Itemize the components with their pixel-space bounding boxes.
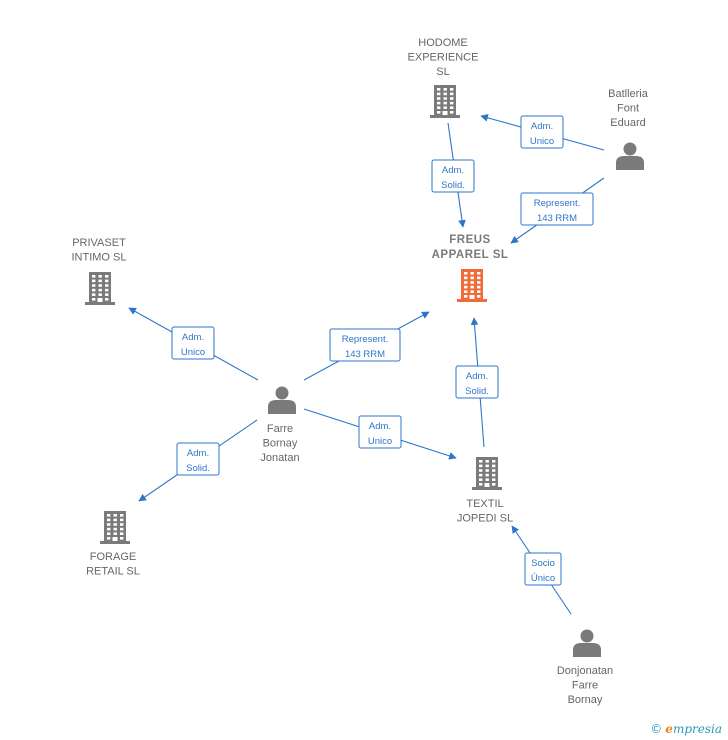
copyright-symbol: © [650,722,663,736]
relation-text: Solid. [465,386,489,397]
relation-text: Unico [181,347,205,358]
node-label-freus: FREUS [449,234,490,246]
node-label-hodome: HODOME [418,37,468,49]
building-icon [430,85,460,118]
relation-label-textil-freus[interactable]: Adm. Solid. [455,365,499,399]
node-label-farre: Bornay [263,438,298,450]
relation-box [171,326,215,360]
relation-label-hodome-freus[interactable]: Adm. Solid. [431,159,475,193]
relation-label-farre-forage[interactable]: Adm. Solid. [176,442,220,476]
relation-text: 143 RRM [537,213,577,224]
relation-label-battleria-hodome[interactable]: Adm. Unico [520,115,564,149]
relation-text: Solid. [186,463,210,474]
relation-box [520,192,594,226]
relation-label-farre-textil[interactable]: Adm. Unico [358,415,402,449]
building-icon [100,511,130,544]
empresia-logo[interactable]: ©empresia [650,722,722,736]
relation-box [358,415,402,449]
brand-initial: e [665,722,673,736]
node-label-privaset: PRIVASET [72,237,126,249]
relation-box [520,115,564,149]
relation-text: Adm. [531,121,553,132]
relation-box [176,442,220,476]
relation-text: Único [531,573,555,584]
relation-text: Adm. [466,371,488,382]
relation-box [524,552,562,586]
node-label-battleria: Batlleria [608,88,649,100]
node-label-donjonatan: Farre [572,680,598,692]
relation-label-farre-freus[interactable]: Represent. 143 RRM [329,328,401,362]
relation-text: Unico [368,436,392,447]
node-label-hodome: SL [436,66,449,78]
brand-name: mpresia [672,722,722,736]
person-icon [268,386,296,414]
relation-label-farre-privaset[interactable]: Adm. Unico [171,326,215,360]
relation-text: Adm. [182,332,204,343]
node-label-farre: Jonatan [260,452,299,464]
relation-text: Unico [530,136,554,147]
building-icon [472,457,502,490]
building-icon [457,269,487,302]
node-label-forage: FORAGE [90,551,136,563]
relation-text: Adm. [187,448,209,459]
node-label-farre: Farre [267,423,293,435]
node-hodome[interactable]: HODOME EXPERIENCE SL [408,37,479,118]
node-label-textil: TEXTIL [466,498,503,510]
node-label-donjonatan: Bornay [568,694,603,706]
person-icon [573,629,601,657]
node-textil[interactable]: TEXTIL JOPEDI SL [457,457,513,525]
node-label-battleria: Font [617,103,639,115]
relation-box [329,328,401,362]
node-freus[interactable]: FREUS APPAREL SL [432,234,509,302]
person-icon [616,142,644,170]
relation-label-battleria-freus[interactable]: Represent. 143 RRM [520,192,594,226]
node-label-battleria: Eduard [610,117,645,129]
node-label-privaset: INTIMO SL [71,252,126,264]
node-label-hodome: EXPERIENCE [408,52,479,64]
node-label-textil: JOPEDI SL [457,513,513,525]
relation-box [431,159,475,193]
relation-text: Adm. [442,165,464,176]
relation-box [455,365,499,399]
relation-text: Socio [531,558,555,569]
relation-text: Adm. [369,421,391,432]
node-label-donjonatan: Donjonatan [557,665,613,677]
node-label-freus: APPAREL SL [432,249,509,261]
relation-text: Represent. [342,334,388,345]
node-privaset[interactable]: PRIVASET INTIMO SL [71,237,127,305]
relation-text: 143 RRM [345,349,385,360]
relation-text: Solid. [441,180,465,191]
relation-text: Represent. [534,198,580,209]
building-icon [85,272,115,305]
node-forage[interactable]: FORAGE RETAIL SL [86,511,140,578]
node-label-forage: RETAIL SL [86,566,140,578]
